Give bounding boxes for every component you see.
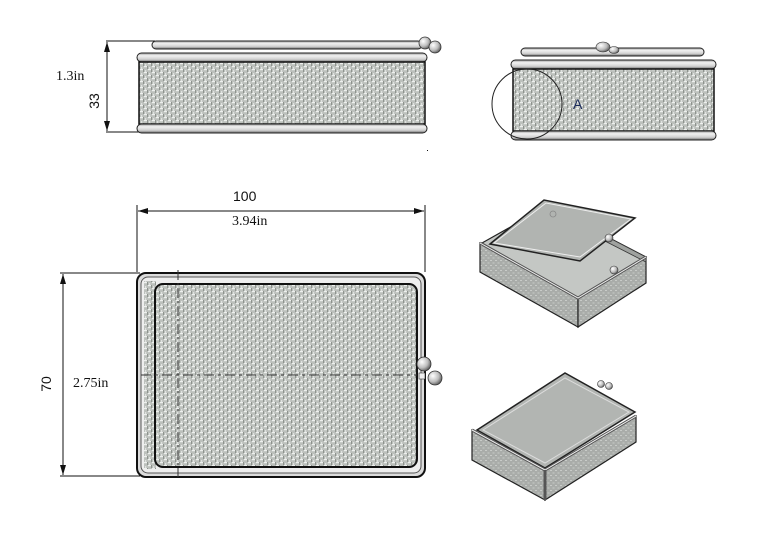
top-width-mm: 100 bbox=[233, 188, 257, 204]
detail-label-a: A bbox=[573, 96, 583, 112]
side-height-inches: 1.3in bbox=[56, 69, 85, 84]
end-view bbox=[491, 41, 717, 141]
top-height-inches: 2.75in bbox=[73, 376, 109, 391]
top-height-mm: 70 bbox=[37, 376, 54, 392]
top-view bbox=[60, 205, 443, 478]
side-height-mm: 33 bbox=[85, 93, 102, 109]
top-width-inches: 3.94in bbox=[232, 214, 268, 229]
side-view bbox=[104, 36, 442, 151]
iso-open-view bbox=[479, 199, 648, 329]
iso-closed-view bbox=[471, 372, 637, 502]
detail-circle-a bbox=[491, 68, 563, 140]
